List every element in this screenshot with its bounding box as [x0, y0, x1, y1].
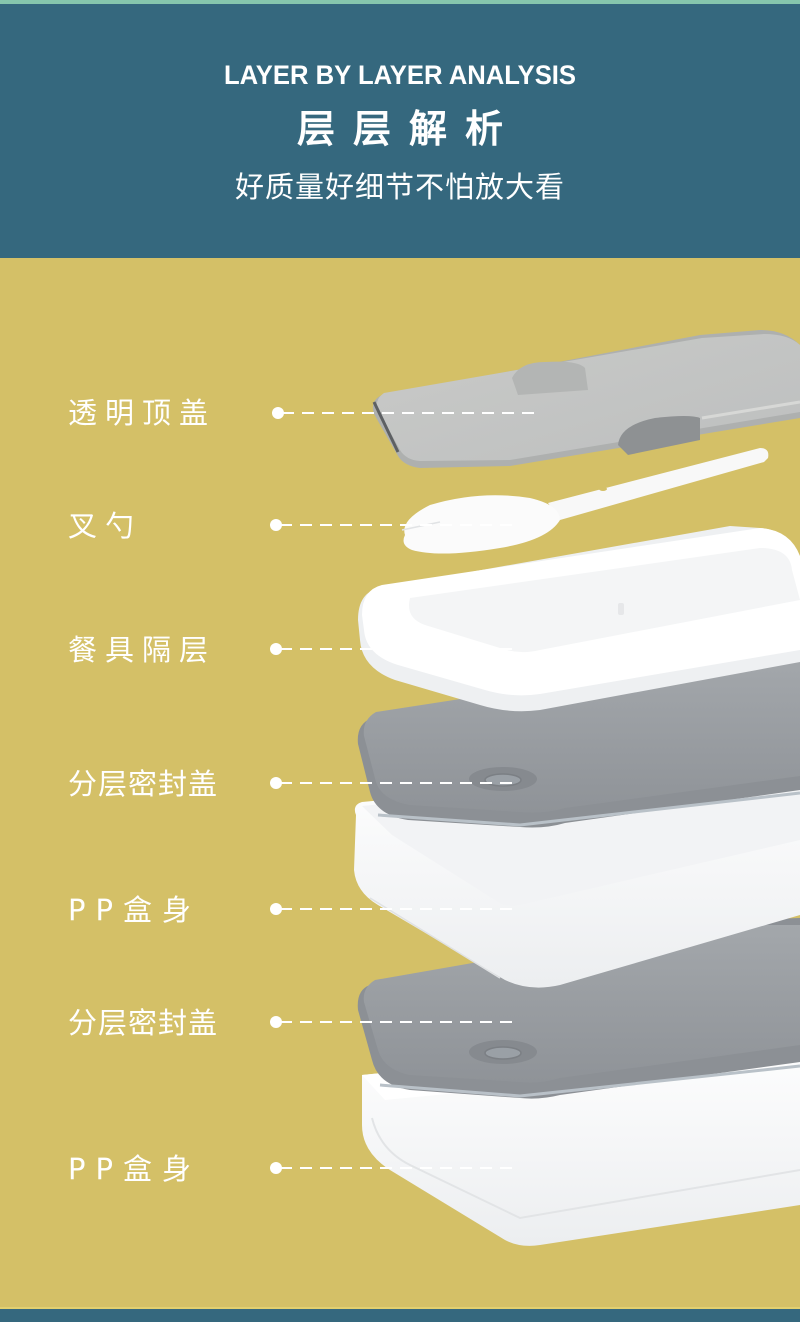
leader-line-1 — [272, 407, 542, 419]
utensil-tray-icon — [358, 526, 800, 712]
transparent-lid-icon — [372, 330, 800, 468]
label-sealing-lid-2: 分层密封盖 — [68, 1006, 219, 1040]
leader-line-5 — [270, 903, 525, 915]
leader-dot — [270, 903, 282, 915]
subtitle: 好质量好细节不怕放大看 — [234, 170, 565, 204]
label-sealing-lid-1: 分层密封盖 — [68, 767, 219, 801]
header-banner: LAYER BY LAYER ANALYSIS 层层解析 好质量好细节不怕放大看 — [0, 4, 800, 258]
leader-dot — [270, 777, 282, 789]
leader-dash — [280, 782, 520, 784]
title-english: LAYER BY LAYER ANALYSIS — [223, 60, 577, 90]
leader-line-6 — [270, 1016, 525, 1028]
leader-dash — [280, 1167, 520, 1169]
label-pp-container-1: PP盒身 — [68, 893, 201, 927]
bottom-highlight-line — [0, 1307, 800, 1309]
title-chinese: 层层解析 — [296, 107, 521, 151]
sealing-lid-bottom-icon — [357, 918, 800, 1099]
leader-dot — [272, 407, 284, 419]
leader-dot — [270, 643, 282, 655]
lunchbox-exploded-view — [354, 330, 800, 1246]
leader-line-7 — [270, 1162, 525, 1174]
leader-line-2 — [270, 519, 525, 531]
leader-dot — [270, 519, 282, 531]
leader-dash — [280, 908, 520, 910]
leader-dash — [280, 648, 520, 650]
leader-dash — [280, 524, 520, 526]
label-utensil-tray: 餐具隔层 — [68, 633, 217, 667]
label-pp-container-2: PP盒身 — [68, 1152, 201, 1186]
leader-dot — [270, 1016, 282, 1028]
leader-dash — [280, 1021, 520, 1023]
label-transparent-top-lid: 透明顶盖 — [68, 396, 217, 430]
leader-line-3 — [270, 643, 525, 655]
leader-line-4 — [270, 777, 525, 789]
footer-band — [0, 1309, 800, 1322]
leader-dot — [270, 1162, 282, 1174]
leader-dash — [282, 412, 540, 414]
top-accent-strip — [0, 0, 800, 4]
label-spork: 叉勺 — [68, 509, 143, 543]
